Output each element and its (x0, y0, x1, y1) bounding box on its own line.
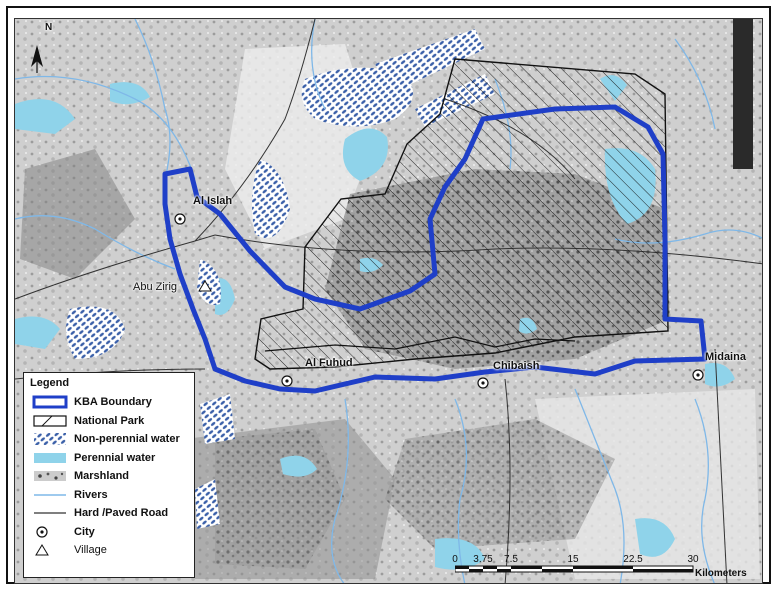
non-perennial-water-area (66, 306, 125, 359)
scale-tick-label: 22.5 (623, 554, 643, 565)
place-label-chibaish: Chibaish (493, 360, 540, 372)
river-line (331, 398, 349, 583)
river-line (15, 215, 176, 270)
scale-tick-label: 15 (567, 554, 579, 565)
river-line (311, 19, 326, 110)
scale-tick-label: 3.75 (473, 554, 493, 565)
perennial-water-area (110, 82, 150, 105)
north-label: N (45, 22, 53, 33)
legend-item-non-perennial-water: Non-perennial water (30, 430, 188, 449)
perennial-water-area (635, 518, 675, 557)
river-line (454, 398, 468, 583)
legend-label: Non-perennial water (74, 433, 180, 446)
river-line (574, 388, 625, 583)
non-perennial-water-area (375, 29, 485, 94)
perennial-water-swatch (30, 451, 70, 465)
north-arrow-head (31, 45, 43, 67)
perennial-water-area (15, 99, 75, 134)
perennial-water-area (280, 455, 317, 477)
river-line (15, 75, 196, 180)
non-perennial-water-swatch (30, 432, 70, 446)
marshland-swatch (30, 469, 70, 483)
national-park-swatch (30, 414, 70, 428)
road-line-swatch (30, 506, 70, 520)
scale-tick-label: 30 (687, 554, 699, 565)
legend-item-road: Hard /Paved Road (30, 504, 188, 523)
river-line (694, 398, 715, 583)
legend-label: Rivers (74, 488, 108, 501)
scale-bar-graphic (455, 565, 694, 573)
non-perennial-water-area (251, 159, 290, 239)
legend-item-marshland: Marshland (30, 467, 188, 486)
scale-unit-label: Kilometers (695, 568, 747, 579)
village-marker-abu-zirig[interactable] (198, 280, 212, 292)
city-marker-al-islah[interactable] (174, 213, 186, 225)
legend-item-rivers: Rivers (30, 486, 188, 505)
dark-terrain-patch (20, 149, 135, 279)
legend-label: National Park (74, 414, 145, 427)
kba-boundary-swatch (30, 395, 70, 409)
road-line (714, 348, 728, 583)
scale-tick-label: 0 (452, 554, 458, 565)
legend-label: Hard /Paved Road (74, 507, 169, 520)
scale-bar: 0 3.75 7.5 15 22.5 30 Kilometers (452, 554, 755, 580)
national-park-inner-boundary (264, 336, 576, 352)
scale-tick-label: 7.5 (504, 554, 518, 565)
city-marker-al-fuhud[interactable] (281, 375, 293, 387)
map-legend: Legend KBA Boundary National Park Non-pe… (23, 372, 195, 578)
legend-label: KBA Boundary (74, 396, 152, 409)
village-icon (30, 543, 70, 557)
legend-item-city: City (30, 523, 188, 542)
road-line (504, 378, 511, 583)
dark-strip (733, 19, 753, 169)
legend-title: Legend (30, 377, 70, 389)
non-perennial-water-area (200, 394, 235, 444)
legend-item-national-park: National Park (30, 412, 188, 431)
city-icon (30, 525, 70, 539)
non-perennial-water-area (195, 479, 220, 529)
legend-label: Village (74, 544, 107, 557)
road-line (194, 19, 316, 242)
river-line (674, 38, 716, 130)
place-label-midaina: Midaina (705, 351, 746, 363)
road-line (15, 234, 216, 300)
north-arrow (31, 45, 43, 73)
legend-item-perennial-water: Perennial water (30, 449, 188, 468)
legend-item-village: Village (30, 541, 188, 560)
perennial-water-area (342, 128, 388, 181)
perennial-water-area (15, 316, 60, 349)
river-line-swatch (30, 488, 70, 502)
non-perennial-water-area (197, 259, 221, 305)
legend-item-kba-boundary: KBA Boundary (30, 393, 188, 412)
map-svg (15, 19, 762, 583)
place-label-al-islah: Al Islah (193, 195, 233, 207)
legend-label: Perennial water (74, 451, 156, 464)
legend-label: City (74, 525, 95, 538)
marshland-area (385, 419, 615, 549)
kba-boundary (162, 104, 708, 394)
place-label-al-fuhud: Al Fuhud (305, 357, 353, 369)
river-line (134, 19, 171, 180)
perennial-water-area (705, 363, 735, 387)
city-marker-chibaish[interactable] (477, 377, 489, 389)
city-marker-midaina[interactable] (692, 369, 704, 381)
light-terrain-patch (535, 389, 760, 579)
legend-label: Marshland (74, 470, 130, 483)
place-label-abu-zirig: Abu Zirig (133, 281, 178, 293)
